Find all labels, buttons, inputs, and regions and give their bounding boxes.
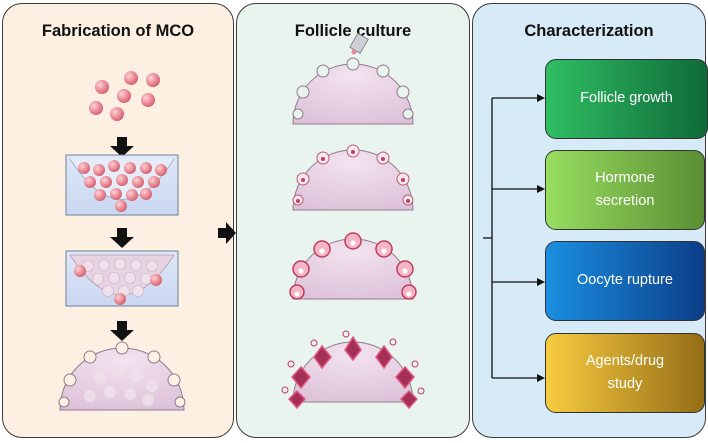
well-with-matrix [65, 250, 179, 307]
loose-spheroids [89, 71, 160, 121]
right-arrow-icon [218, 222, 236, 244]
fabrication-title: Fabrication of MCO [41, 22, 195, 40]
characterization-bracket [483, 97, 540, 379]
well-with-spheroids [65, 154, 179, 216]
follicle-growth-card: Follicle growth [545, 59, 708, 139]
culture-dome-2 [292, 144, 414, 211]
culture-dome-1 [292, 32, 414, 125]
oocyte-rupture-card: Oocyte rupture [545, 241, 705, 321]
bracket-arrowheads [537, 94, 545, 382]
agents-drug-study-card: Agents/drug study [545, 333, 705, 413]
culture-dome-4 [281, 330, 425, 410]
down-arrow-icons [110, 137, 134, 341]
culture-dome-3 [289, 232, 417, 300]
characterization-title: Characterization [524, 22, 654, 40]
hormone-secretion-card: Hormone secretion [545, 150, 705, 230]
culture-title: Follicle culture [294, 22, 412, 40]
mco-dome [58, 341, 186, 411]
